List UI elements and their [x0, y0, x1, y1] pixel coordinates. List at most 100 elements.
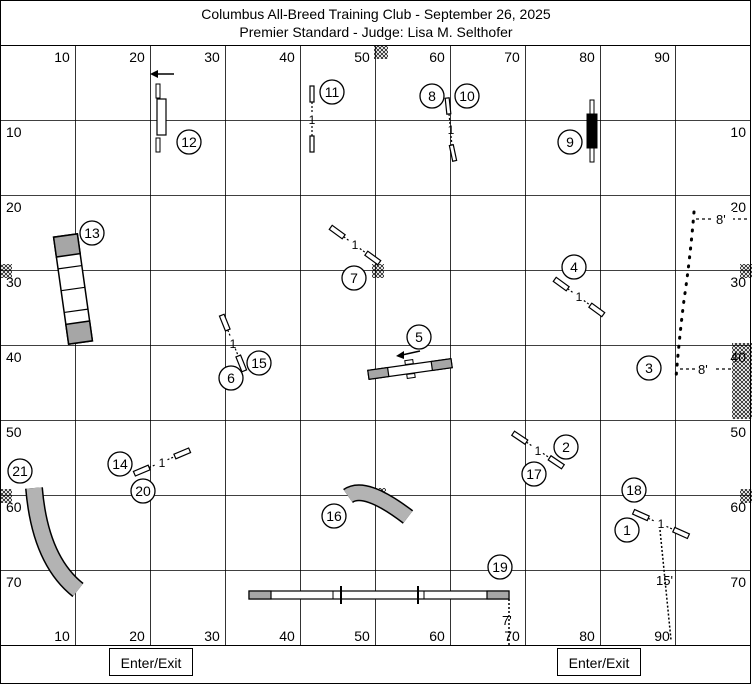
measurement-lines	[508, 210, 751, 645]
top-scale-label: 40	[279, 49, 295, 65]
left-scale-label: 10	[6, 124, 22, 140]
gap-label: 1	[309, 113, 316, 127]
svg-text:15: 15	[251, 355, 267, 371]
right-scale-label: 60	[730, 499, 746, 515]
svg-text:6: 6	[227, 370, 235, 386]
svg-text:19: 19	[492, 559, 508, 575]
number-1: 1	[614, 517, 640, 543]
svg-text:2: 2	[562, 439, 570, 455]
teeter-5-arrow	[401, 350, 421, 356]
number-3: 3	[636, 355, 662, 381]
svg-text:12: 12	[181, 134, 197, 150]
svg-text:13: 13	[84, 225, 100, 241]
svg-text:4: 4	[570, 259, 578, 275]
jump-4	[552, 276, 606, 318]
left-scale-label: 40	[6, 349, 22, 365]
svg-text:16: 16	[326, 508, 342, 524]
hatch-markers	[0, 45, 752, 503]
dog-walk-19	[248, 586, 510, 604]
right-scale-label: 40	[730, 349, 746, 365]
left-scale-label: 20	[6, 199, 22, 215]
gap-label: 1	[535, 444, 542, 458]
hatch-marker	[0, 264, 12, 278]
gap-label: 1	[230, 337, 237, 351]
measure-line	[659, 529, 672, 641]
svg-text:8: 8	[428, 88, 436, 104]
hatch-marker	[740, 264, 752, 278]
enter-exit-left: Enter/Exit	[109, 648, 193, 676]
number-21: 21	[7, 458, 33, 484]
jump-14-20	[132, 447, 192, 477]
bottom-scale-label: 80	[579, 628, 595, 644]
gap-label: 1	[448, 123, 455, 137]
obstacle-9	[586, 99, 598, 163]
bottom-scale-label: 20	[129, 628, 145, 644]
svg-text:18: 18	[626, 482, 642, 498]
scale-labels: 10 20 30 40 50 60 70 80 90 10 20 30 40 5…	[6, 49, 746, 644]
distance-labels: 8' 8' 15' 7'	[502, 211, 733, 628]
bottom-scale-label: 10	[54, 628, 70, 644]
top-scale-label: 10	[54, 49, 70, 65]
jump-12-arrowhead	[150, 70, 158, 78]
top-scale-label: 30	[204, 49, 220, 65]
distance-label: 7'	[502, 613, 512, 628]
top-scale-label: 70	[504, 49, 520, 65]
jump-6-15	[218, 313, 248, 373]
course-title: Columbus All-Breed Training Club - Septe…	[201, 6, 551, 22]
number-18: 18	[621, 477, 647, 503]
svg-text:20: 20	[135, 483, 151, 499]
hatch-marker	[374, 45, 388, 59]
svg-text:5: 5	[415, 329, 423, 345]
top-scale-label: 80	[579, 49, 595, 65]
bottom-scale-label: 70	[504, 628, 520, 644]
number-14: 14	[107, 451, 133, 477]
gap-label: 1	[159, 456, 166, 470]
right-scale-label: 30	[730, 274, 746, 290]
number-17: 17	[521, 461, 547, 487]
right-scale-label: 70	[730, 574, 746, 590]
number-8: 8	[419, 83, 445, 109]
svg-text:1: 1	[623, 522, 631, 538]
number-7: 7	[341, 265, 367, 291]
number-20: 20	[130, 478, 156, 504]
panel-jump-12	[155, 83, 167, 153]
bottom-scale-label: 60	[429, 628, 445, 644]
left-scale-label: 60	[6, 499, 22, 515]
top-scale-label: 90	[654, 49, 670, 65]
number-10: 10	[454, 83, 480, 109]
svg-text:7: 7	[350, 270, 358, 286]
left-scale-label: 30	[6, 274, 22, 290]
number-15: 15	[246, 350, 272, 376]
right-scale-label: 50	[730, 424, 746, 440]
svg-text:14: 14	[112, 456, 128, 472]
a-frame-13	[52, 233, 94, 345]
teeter-5-arrowhead	[396, 351, 404, 359]
right-scale-label: 10	[730, 124, 746, 140]
jump-2-17	[510, 430, 566, 470]
bottom-scale-label: 50	[354, 628, 370, 644]
bottom-scale-label: 40	[279, 628, 295, 644]
hatch-marker	[740, 489, 752, 503]
distance-label: 15'	[656, 573, 673, 588]
jump-7	[328, 224, 382, 266]
left-scale-label: 70	[6, 574, 22, 590]
gap-label: 1	[576, 290, 583, 304]
measure-line	[674, 210, 696, 380]
top-scale-label: 60	[429, 49, 445, 65]
number-2: 2	[553, 434, 579, 460]
top-scale-label: 20	[129, 49, 145, 65]
tunnel-16-fill	[343, 485, 413, 523]
number-16: 16	[321, 503, 347, 529]
obstacle-numbers: 1 2 3 4 5 6 7 8 9 10 11 12 13 14 15 16 1…	[7, 79, 662, 580]
left-scale-label: 50	[6, 424, 22, 440]
svg-text:3: 3	[645, 360, 653, 376]
gap-label: 1	[658, 517, 665, 531]
hatch-marker	[732, 343, 752, 419]
number-6: 6	[218, 365, 244, 391]
top-scale-label: 50	[354, 49, 370, 65]
course-subtitle: Premier Standard - Judge: Lisa M. Seltho…	[239, 24, 513, 40]
enter-exit-right: Enter/Exit	[557, 648, 641, 676]
distance-label: 8'	[698, 362, 708, 377]
